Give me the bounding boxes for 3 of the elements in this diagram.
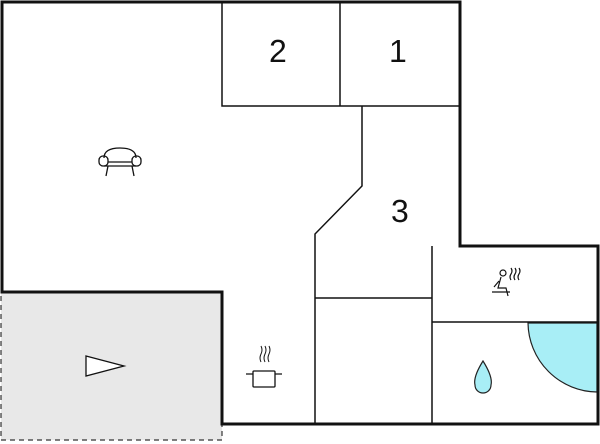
room-number: 1 <box>389 35 407 67</box>
room-number: 3 <box>391 195 409 227</box>
room-number: 2 <box>269 35 287 67</box>
